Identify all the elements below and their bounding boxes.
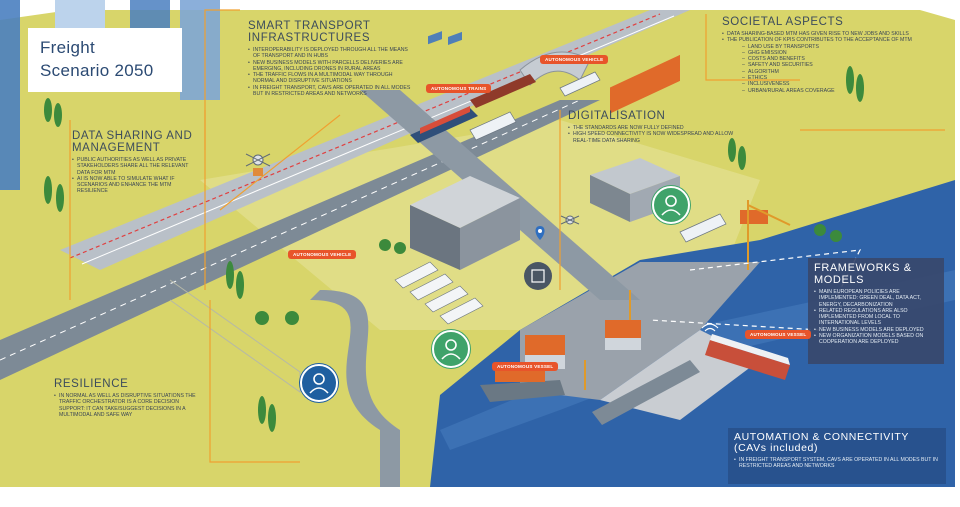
frameworks-bullet: New organization models based on coopera… xyxy=(814,333,938,346)
frameworks-bullet: New business models are deployed xyxy=(814,327,938,334)
person-icon xyxy=(652,186,690,224)
societal-aspects-panel: Societal Aspects Data sharing-based MTM … xyxy=(722,16,932,94)
container-ship-left xyxy=(480,370,565,402)
societal-aspects-title: Societal Aspects xyxy=(722,16,844,28)
smart-transport-panel: Smart Transport Infrastructures Interope… xyxy=(248,20,413,97)
frameworks-bullet: Main european policies are implemented: … xyxy=(814,289,938,308)
resilience-title: Resilience xyxy=(54,378,129,390)
data-sharing-bullet: AI is now able to simulate what if scena… xyxy=(72,176,202,195)
frameworks-title: Frameworks & Models xyxy=(814,262,912,286)
truck-fleet xyxy=(394,261,484,325)
automation-panel: Automation & Connectivity (CAVs included… xyxy=(728,428,946,484)
digitalisation-title: Digitalisation xyxy=(568,110,666,122)
data-sharing-panel: Data Sharing and Management Public autho… xyxy=(72,130,202,195)
automation-bullet: In freight transport system, CAVs are op… xyxy=(734,457,940,470)
societal-kpi-item: Inclusiveness xyxy=(722,81,932,88)
smart-transport-bullets: Interoperability is deployed through all… xyxy=(248,47,413,97)
societal-kpi-item: Costs and benefits xyxy=(722,56,932,63)
autonomous-vessel-right-tag: Autonomous vessel xyxy=(745,330,812,339)
societal-bullet: The publication of KPIs contributes to t… xyxy=(722,37,932,44)
societal-kpi-item: GHG emission xyxy=(722,50,932,57)
smart-transport-bullet: The traffic flows in a multimodal way th… xyxy=(248,72,413,85)
digitalisation-bullet: High speed connectivity is now widesprea… xyxy=(568,131,743,144)
societal-kpi-item: Ethics xyxy=(722,75,932,82)
location-pin-icon xyxy=(535,226,545,240)
truck-right xyxy=(679,213,727,243)
title-line-1: Freight xyxy=(40,38,96,57)
autonomous-trains-tag: Autonomous trains xyxy=(426,84,492,93)
freight-train xyxy=(410,74,536,143)
warehouse xyxy=(410,31,520,270)
societal-aspects-bullets: Data sharing-based MTM has given rise to… xyxy=(722,31,932,94)
main-road xyxy=(0,100,600,380)
drone-icon xyxy=(245,153,271,176)
wifi-icon xyxy=(701,323,719,332)
data-sharing-title: Data Sharing and Management xyxy=(72,130,193,154)
chip-icon xyxy=(524,262,552,290)
smart-transport-bullet: Interoperability is deployed through all… xyxy=(248,47,413,60)
frameworks-bullet: Related regulations are also implemented… xyxy=(814,308,938,327)
autonomous-vehicle-road-tag: Autonomous vehicle xyxy=(288,250,357,259)
digitalisation-bullets: The standards are now fully defined High… xyxy=(568,125,743,144)
digitalisation-bullet: The standards are now fully defined xyxy=(568,125,743,132)
societal-kpi-item: Algorithm xyxy=(722,69,932,76)
container-ship-centre xyxy=(592,54,700,425)
drone-icon-port xyxy=(560,215,580,225)
smart-transport-title: Smart Transport Infrastructures xyxy=(248,20,371,44)
frameworks-bullets: Main european policies are implemented: … xyxy=(814,289,938,346)
societal-kpi-item: Land use by transports xyxy=(722,44,932,51)
person-icon xyxy=(300,364,338,402)
societal-bullet: Data sharing-based MTM has given rise to… xyxy=(722,31,932,38)
truck-mid xyxy=(469,111,517,141)
container-stack-right xyxy=(605,320,641,350)
autonomous-vehicle-tag: Autonomous vehicle xyxy=(540,55,609,64)
automation-bullets: In freight transport system, CAVs are op… xyxy=(734,457,940,470)
societal-kpi-item: Urban/rural areas coverage xyxy=(722,88,932,95)
smart-transport-bullet: New business models with parcells delive… xyxy=(248,60,413,73)
autonomous-vessel-tag: Autonomous vessel xyxy=(492,362,559,371)
digitalisation-panel: Digitalisation The standards are now ful… xyxy=(568,110,743,144)
person-icon xyxy=(432,330,470,368)
automation-subtitle: (CAVs included) xyxy=(734,442,819,454)
title-box: Freight Scenario 2050 xyxy=(28,28,182,92)
truck-top xyxy=(559,71,601,97)
automation-title: Automation & Connectivity xyxy=(734,431,910,443)
smart-transport-bullet: In freight transport, CAVs are operated … xyxy=(248,85,413,98)
vessel-right xyxy=(705,334,790,380)
societal-kpi-item: Safety and securities xyxy=(722,62,932,69)
curved-road xyxy=(310,290,400,487)
resilience-bullets: In normal as well as disruptive situatio… xyxy=(54,393,204,418)
title-line-2: Scenario 2050 xyxy=(40,61,154,80)
frameworks-panel: Frameworks & Models Main european polici… xyxy=(808,258,944,364)
data-sharing-bullets: Public authorities as well as private st… xyxy=(72,157,202,195)
harbour-crane xyxy=(584,200,791,390)
data-sharing-bullet: Public authorities as well as private st… xyxy=(72,157,202,176)
resilience-bullet: In normal as well as disruptive situatio… xyxy=(54,393,204,418)
resilience-panel: Resilience In normal as well as disrupti… xyxy=(54,378,204,418)
